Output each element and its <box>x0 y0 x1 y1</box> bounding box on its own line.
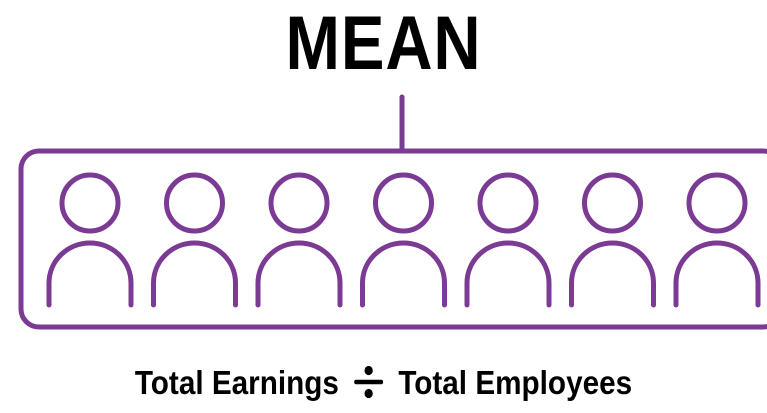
person-body <box>673 240 761 308</box>
person-head <box>59 172 121 234</box>
formula-numerator: Total Earnings <box>134 363 339 401</box>
person-head <box>164 172 225 234</box>
person-icon <box>569 172 656 308</box>
people-group <box>46 172 761 308</box>
person-body <box>151 240 238 308</box>
person-icon <box>255 172 343 308</box>
person-icon <box>46 172 134 308</box>
divide-icon <box>353 365 384 399</box>
person-head <box>582 172 643 234</box>
group-bracket <box>18 148 767 330</box>
formula-denominator: Total Employees <box>398 363 633 401</box>
person-icon <box>673 172 761 308</box>
person-head <box>477 172 539 234</box>
person-icon <box>464 172 552 308</box>
person-head <box>373 172 434 234</box>
person-body <box>569 240 656 308</box>
person-head <box>686 172 748 234</box>
person-body <box>255 240 343 308</box>
person-body <box>360 240 447 308</box>
page-title: MEAN <box>285 1 482 86</box>
mean-formula: Total Earnings Total Employees <box>38 358 728 406</box>
person-body <box>464 240 552 308</box>
person-body <box>46 240 134 308</box>
person-icon <box>151 172 238 308</box>
person-head <box>268 172 330 234</box>
person-icon <box>360 172 447 308</box>
